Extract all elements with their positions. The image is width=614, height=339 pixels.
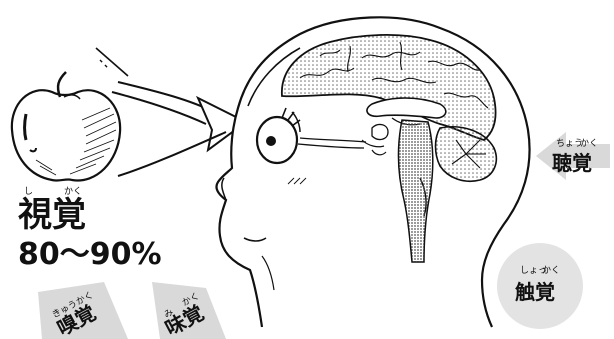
- touch-ruby-right: かく: [542, 265, 560, 276]
- sight-label: し かく 視覚 80〜90%: [18, 186, 162, 272]
- sight-arrows: [96, 48, 246, 176]
- hearing-arrow: ちょう かく 聴覚: [536, 132, 610, 180]
- smell-arrow: きゅう かく 嗅覚: [38, 282, 128, 339]
- hearing-ruby-left: ちょう: [556, 138, 583, 149]
- touch-circle: しょっ かく 触覚: [497, 243, 583, 329]
- touch-text: 触覚: [515, 280, 555, 304]
- apple-icon: [12, 72, 120, 181]
- hearing-text: 聴覚: [552, 151, 592, 175]
- sight-text: 視覚: [18, 195, 86, 235]
- hearing-ruby-right: かく: [580, 138, 598, 149]
- sight-percent: 80〜90%: [18, 237, 162, 272]
- taste-arrow: み かく 味覚: [152, 282, 226, 339]
